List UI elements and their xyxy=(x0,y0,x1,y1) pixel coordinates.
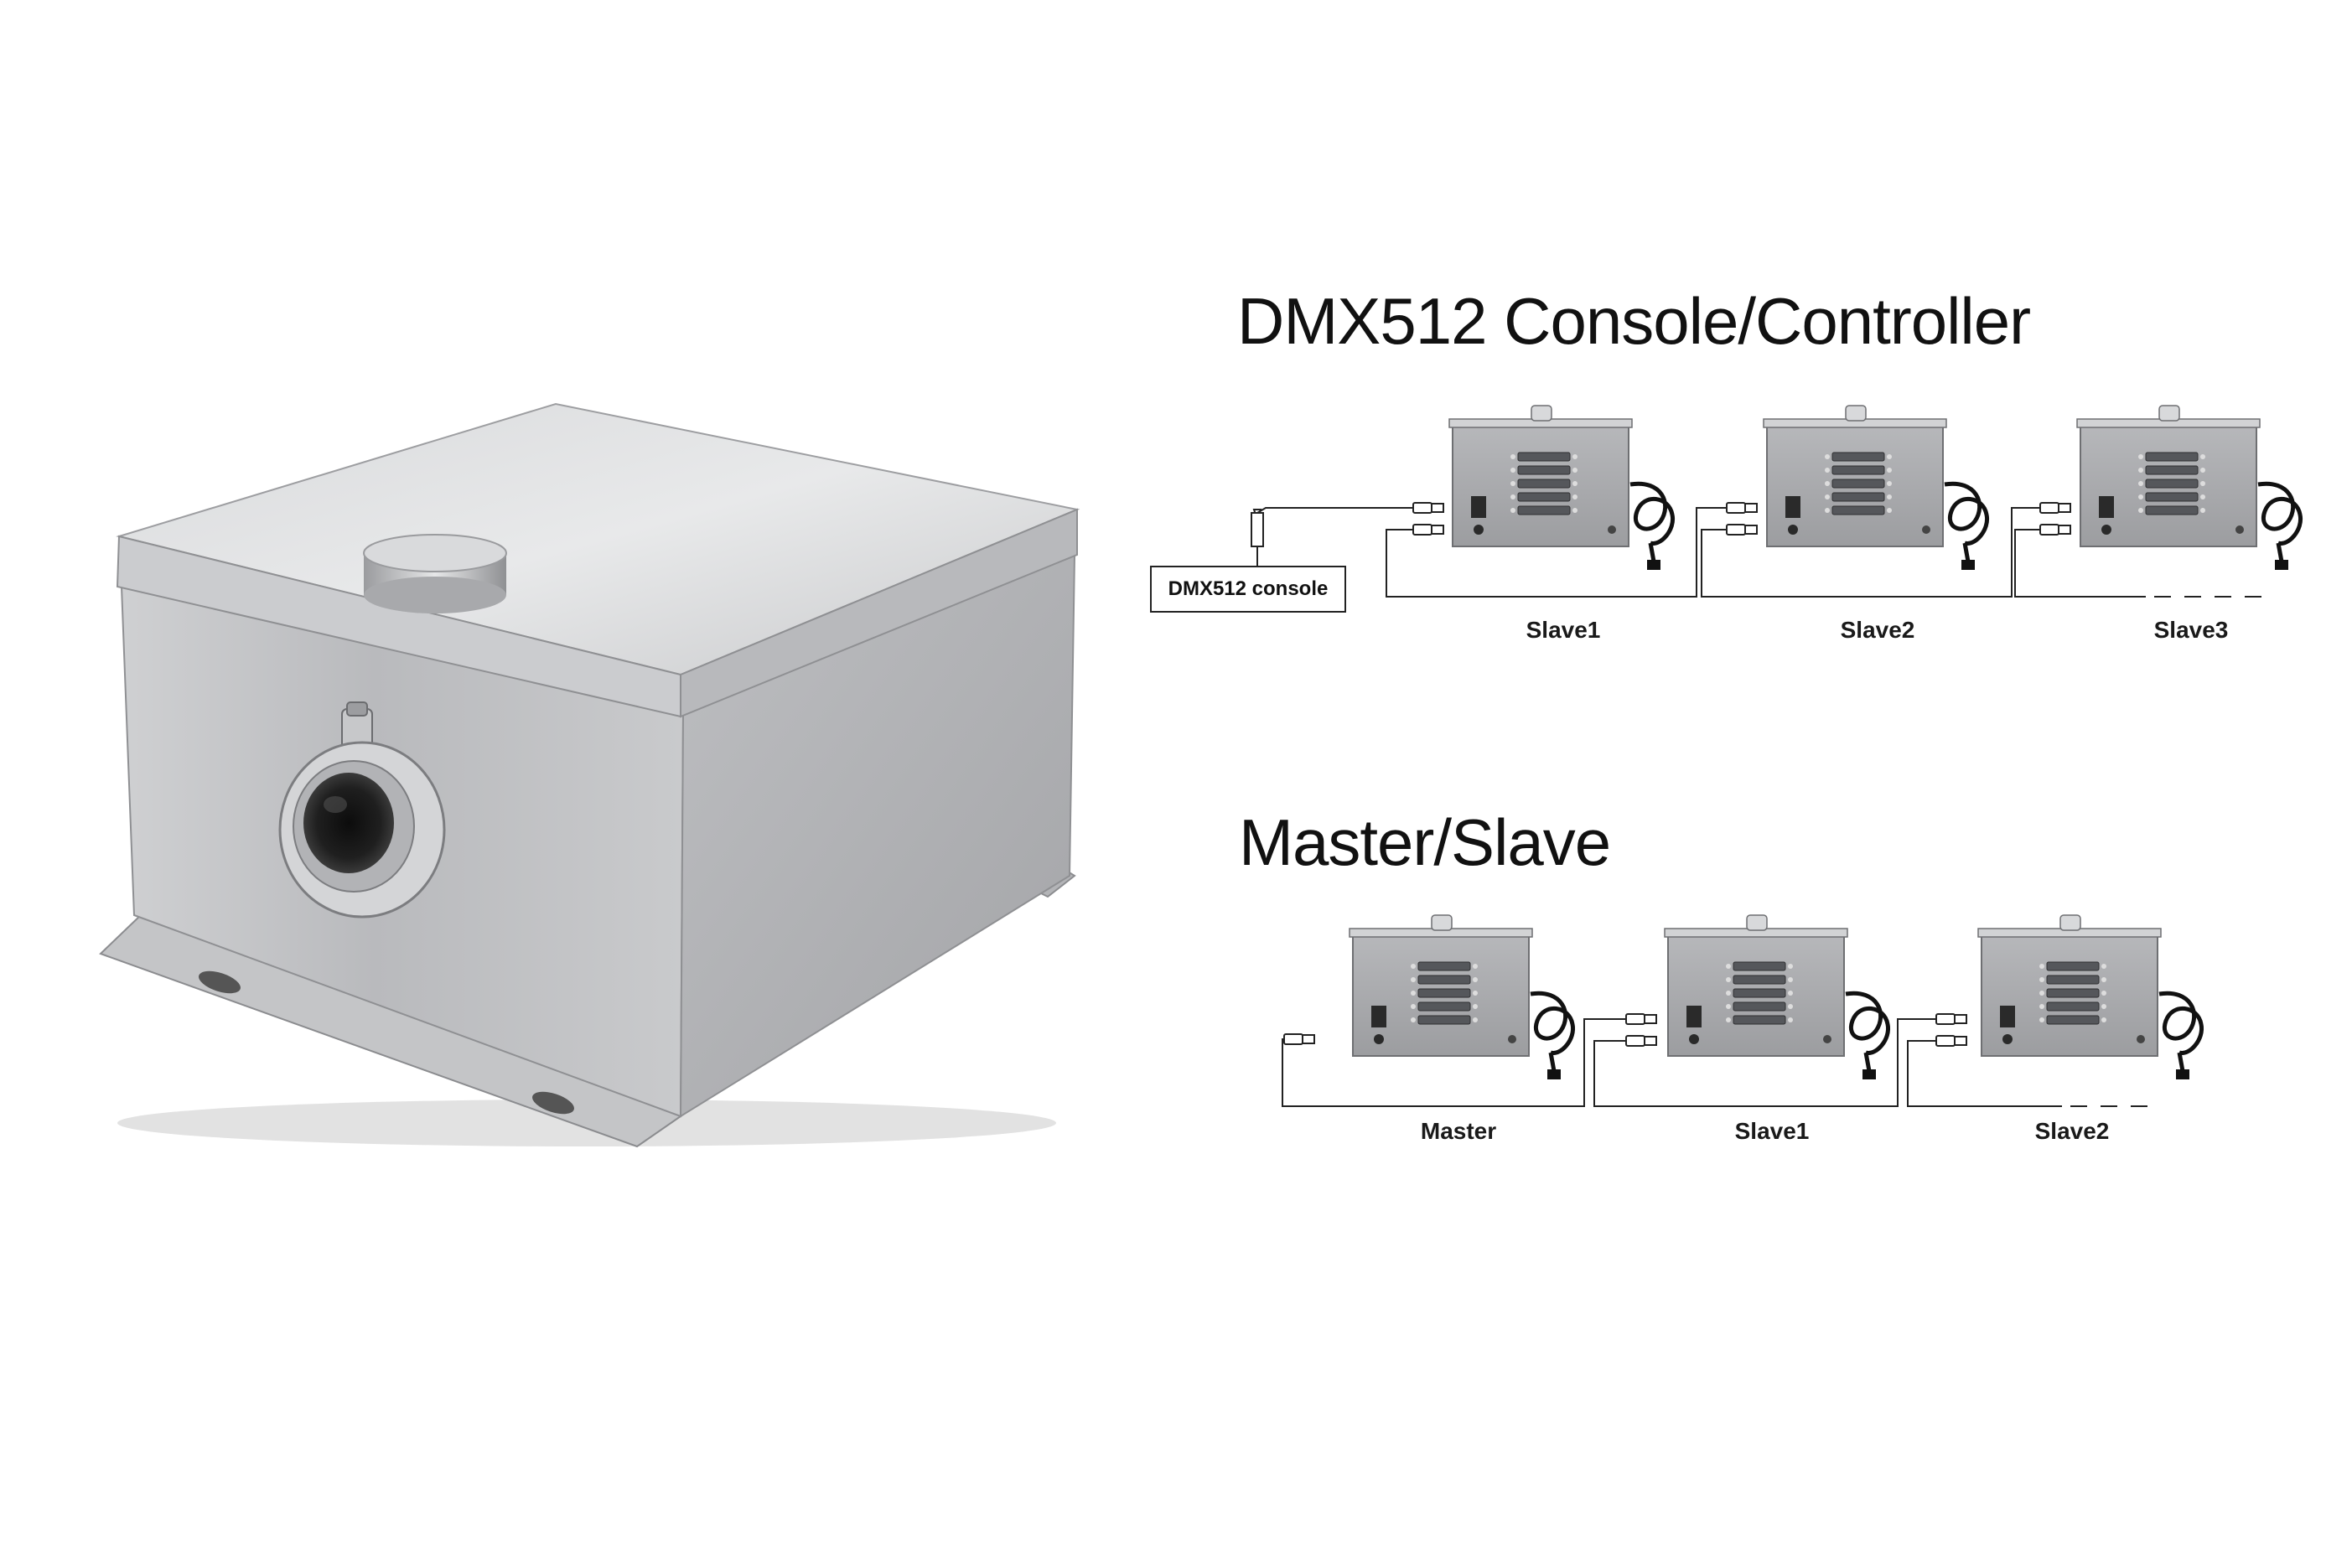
fiber-port-icon xyxy=(278,701,446,919)
console-label: DMX512 console xyxy=(1168,577,1329,600)
product-photo xyxy=(99,402,1080,1148)
ms-unit-label-3: Slave2 xyxy=(2034,1118,2110,1144)
master-slave-diagram-title: Master/Slave xyxy=(1239,805,1611,879)
ms-unit-label-2: Slave1 xyxy=(1734,1118,1810,1144)
dmx-unit-label-1: Slave1 xyxy=(1526,617,1601,643)
top-cap xyxy=(363,534,507,613)
ms-unit-label-1: Master xyxy=(1420,1118,1497,1144)
dmx-unit-label-3: Slave3 xyxy=(2153,617,2229,643)
master-slave-diagram xyxy=(1282,915,2202,1107)
dmx512-console-box: DMX512 console xyxy=(1150,566,1346,613)
dmx-unit-label-2: Slave2 xyxy=(1840,617,1915,643)
dmx-diagram xyxy=(1251,406,2301,598)
dmx-diagram-title: DMX512 Console/Controller xyxy=(1237,284,2031,358)
